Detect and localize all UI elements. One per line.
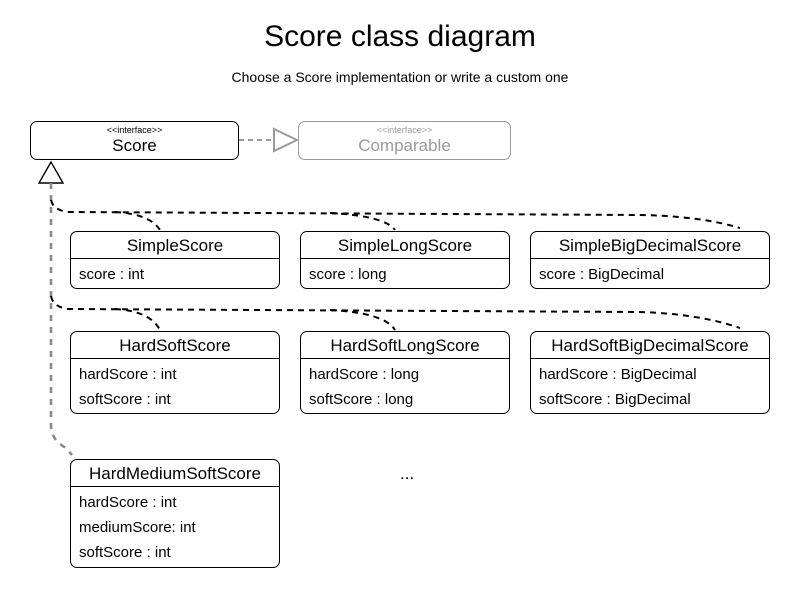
page-subtitle: Choose a Score implementation or write a… xyxy=(231,69,569,85)
attribute-row: softScore : int xyxy=(79,544,171,561)
interface-header-score: <<interface>> Score xyxy=(31,122,238,156)
class-box-simplebigdecimalscore[interactable]: SimpleBigDecimalScore score : BigDecimal xyxy=(530,231,770,289)
attribute-list: hardScore : int softScore : int xyxy=(71,359,279,412)
compartment-divider xyxy=(71,258,279,259)
attribute-list: score : long xyxy=(301,259,509,287)
compartment-divider xyxy=(531,258,769,259)
compartment-divider xyxy=(531,358,769,359)
attribute-row: hardScore : int xyxy=(79,366,177,383)
attribute-list: score : int xyxy=(71,259,279,287)
class-box-hardsoftlongscore[interactable]: HardSoftLongScore hardScore : long softS… xyxy=(300,331,510,414)
compartment-divider xyxy=(301,258,509,259)
stereotype-label: <<interface>> xyxy=(376,125,433,135)
branch-drop-hardsoftlongscore xyxy=(329,309,396,331)
stereotype-label: <<interface>> xyxy=(106,125,163,135)
class-box-hardsoftscore[interactable]: HardSoftScore hardScore : int softScore … xyxy=(70,331,280,414)
interface-name-score: Score xyxy=(112,136,157,155)
class-name-simplelongscore: SimpleLongScore xyxy=(337,236,473,255)
attribute-row: score : BigDecimal xyxy=(539,266,665,283)
attribute-list: hardScore : int mediumScore: int softSco… xyxy=(71,487,279,565)
branch-drop-simplelongscore xyxy=(329,212,396,231)
attribute-row: softScore : long xyxy=(309,391,414,408)
interface-header-comparable: <<interface>> Comparable xyxy=(299,122,510,156)
attribute-row: mediumScore: int xyxy=(79,519,196,536)
attribute-list: hardScore : long softScore : long xyxy=(301,359,509,412)
attribute-row: hardScore : int xyxy=(79,494,177,511)
compartment-divider xyxy=(71,358,279,359)
inheritance-trunk xyxy=(49,183,73,456)
interface-box-score[interactable]: <<interface>> Score xyxy=(30,121,239,160)
class-name-hardsoftbigdecimalscore: HardSoftBigDecimalScore xyxy=(551,336,749,355)
more-classes-ellipsis: ... xyxy=(400,464,415,483)
attribute-row: softScore : BigDecimal xyxy=(539,391,691,408)
class-box-simplelongscore[interactable]: SimpleLongScore score : long xyxy=(300,231,510,289)
branch-bus-row2 xyxy=(50,295,741,329)
attribute-row: hardScore : long xyxy=(309,366,420,383)
class-name-hardsoftlongscore: HardSoftLongScore xyxy=(330,336,480,355)
generalization-triangle xyxy=(37,160,65,184)
branch-bus-row1 xyxy=(50,199,741,229)
attribute-row: softScore : int xyxy=(79,391,171,408)
compartment-divider xyxy=(301,358,509,359)
page-title: Score class diagram xyxy=(264,20,536,53)
attribute-row: score : int xyxy=(79,266,145,283)
class-box-hardsoftbigdecimalscore[interactable]: HardSoftBigDecimalScore hardScore : BigD… xyxy=(530,331,770,414)
branch-drop-simplescore xyxy=(114,211,161,231)
class-name-hardmediumsoftscore: HardMediumSoftScore xyxy=(89,464,261,483)
class-box-simplescore[interactable]: SimpleScore score : int xyxy=(70,231,280,289)
interface-box-comparable[interactable]: <<interface>> Comparable xyxy=(298,121,511,160)
compartment-divider xyxy=(71,486,279,487)
interface-name-comparable: Comparable xyxy=(358,136,451,155)
branch-drop-hardsoftscore xyxy=(114,308,161,331)
realization-arrowhead xyxy=(273,127,300,153)
class-name-simplescore: SimpleScore xyxy=(126,236,224,255)
attribute-row: hardScore : BigDecimal xyxy=(539,366,697,383)
class-box-hardmediumsoftscore[interactable]: HardMediumSoftScore hardScore : int medi… xyxy=(70,459,280,568)
attribute-list: score : BigDecimal xyxy=(531,259,769,287)
class-name-hardsoftscore: HardSoftScore xyxy=(119,336,231,355)
attribute-row: score : long xyxy=(309,266,387,283)
attribute-list: hardScore : BigDecimal softScore : BigDe… xyxy=(531,359,769,412)
class-name-simplebigdecimalscore: SimpleBigDecimalScore xyxy=(558,236,742,255)
